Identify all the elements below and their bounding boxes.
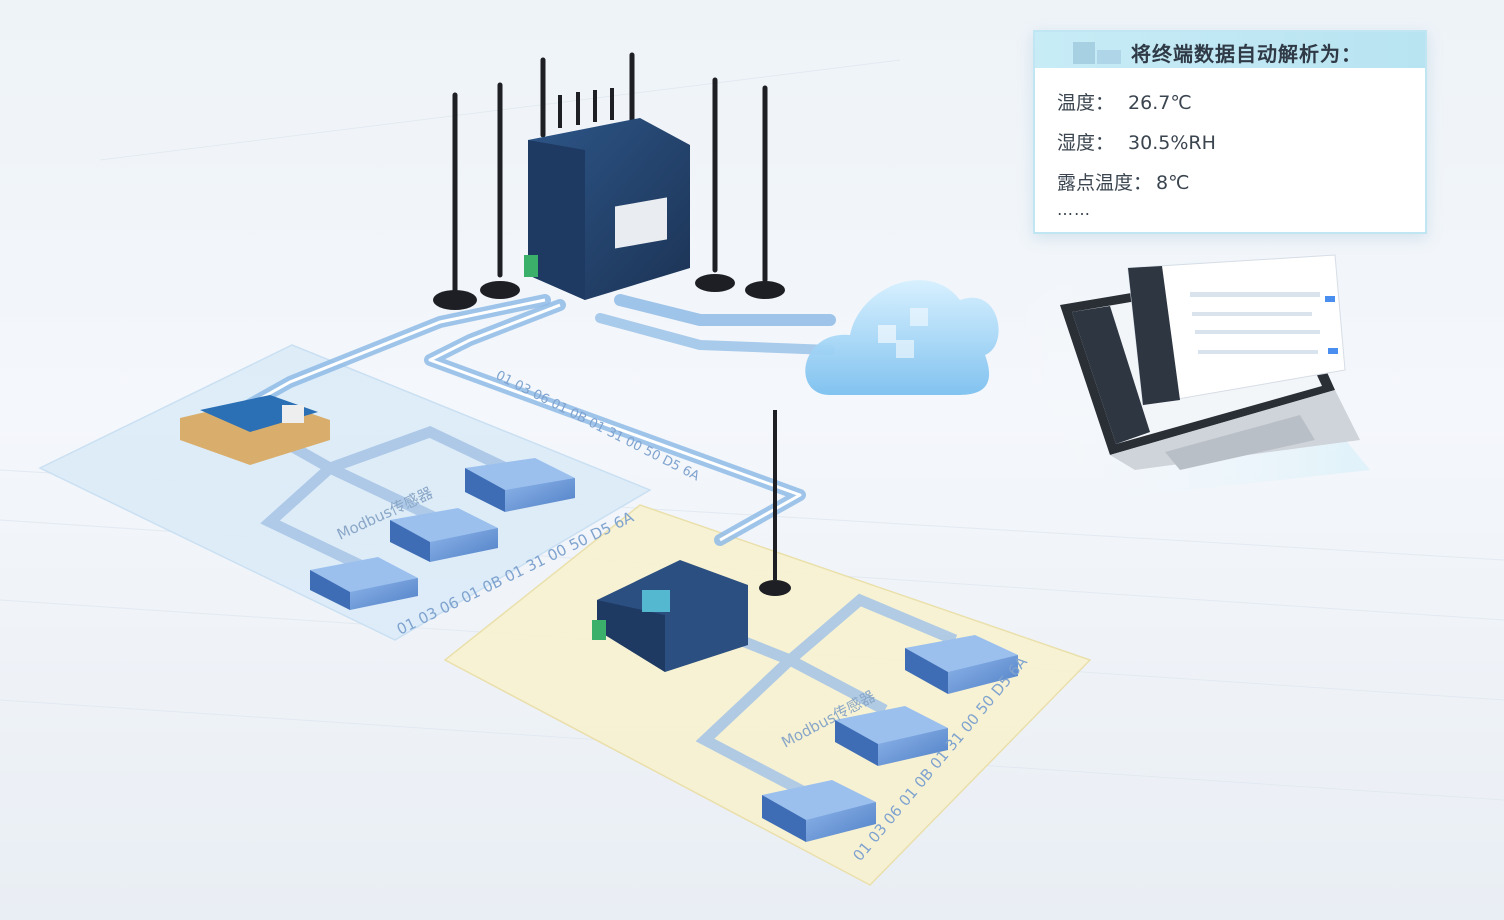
sensor-block — [835, 706, 948, 766]
pixelated-logo — [1073, 42, 1095, 64]
cloud-icon — [805, 280, 999, 395]
wireless-module — [180, 395, 330, 465]
laptop-icon — [1060, 254, 1360, 470]
sensor-block — [905, 635, 1018, 694]
gateway-device — [433, 52, 785, 310]
sensor-block — [465, 458, 575, 512]
reading-value: 26.7℃ — [1128, 92, 1192, 114]
more-ellipsis: …… — [1057, 200, 1091, 219]
pixelated-logo-part — [1097, 50, 1121, 64]
sensor-block — [390, 508, 498, 562]
reading-row-humidity: 湿度： 30.5%RH — [1057, 128, 1216, 155]
sensor-block — [762, 780, 876, 842]
antenna-icons — [452, 52, 768, 293]
zone2-sensors — [762, 635, 1018, 842]
link-gateway-to-cloud-2 — [595, 313, 835, 355]
reading-label: 湿度： — [1057, 132, 1115, 154]
link-gateway-to-cloud-1 — [614, 294, 836, 326]
reading-row-temperature: 温度： 26.7℃ — [1057, 88, 1192, 115]
flow-lines-inner — [239, 298, 802, 542]
panel-header: 将终端数据自动解析为： — [1035, 32, 1425, 68]
panel-title: 将终端数据自动解析为： — [1131, 42, 1362, 66]
reading-row-dew-point: 露点温度：8℃ — [1057, 168, 1189, 195]
reading-value: 8℃ — [1156, 172, 1190, 194]
sensor-block — [310, 557, 418, 610]
parsed-data-panel: 将终端数据自动解析为： 温度：26.7℃ 湿度：30.5%RH 露点温度：8℃ … — [1033, 30, 1427, 234]
reading-value: 30.5%RH — [1128, 132, 1216, 154]
serial-server-device — [592, 410, 791, 672]
reading-label: 温度： — [1057, 92, 1115, 114]
reading-label: 露点温度： — [1057, 172, 1153, 194]
zone1-sensors — [310, 458, 575, 610]
